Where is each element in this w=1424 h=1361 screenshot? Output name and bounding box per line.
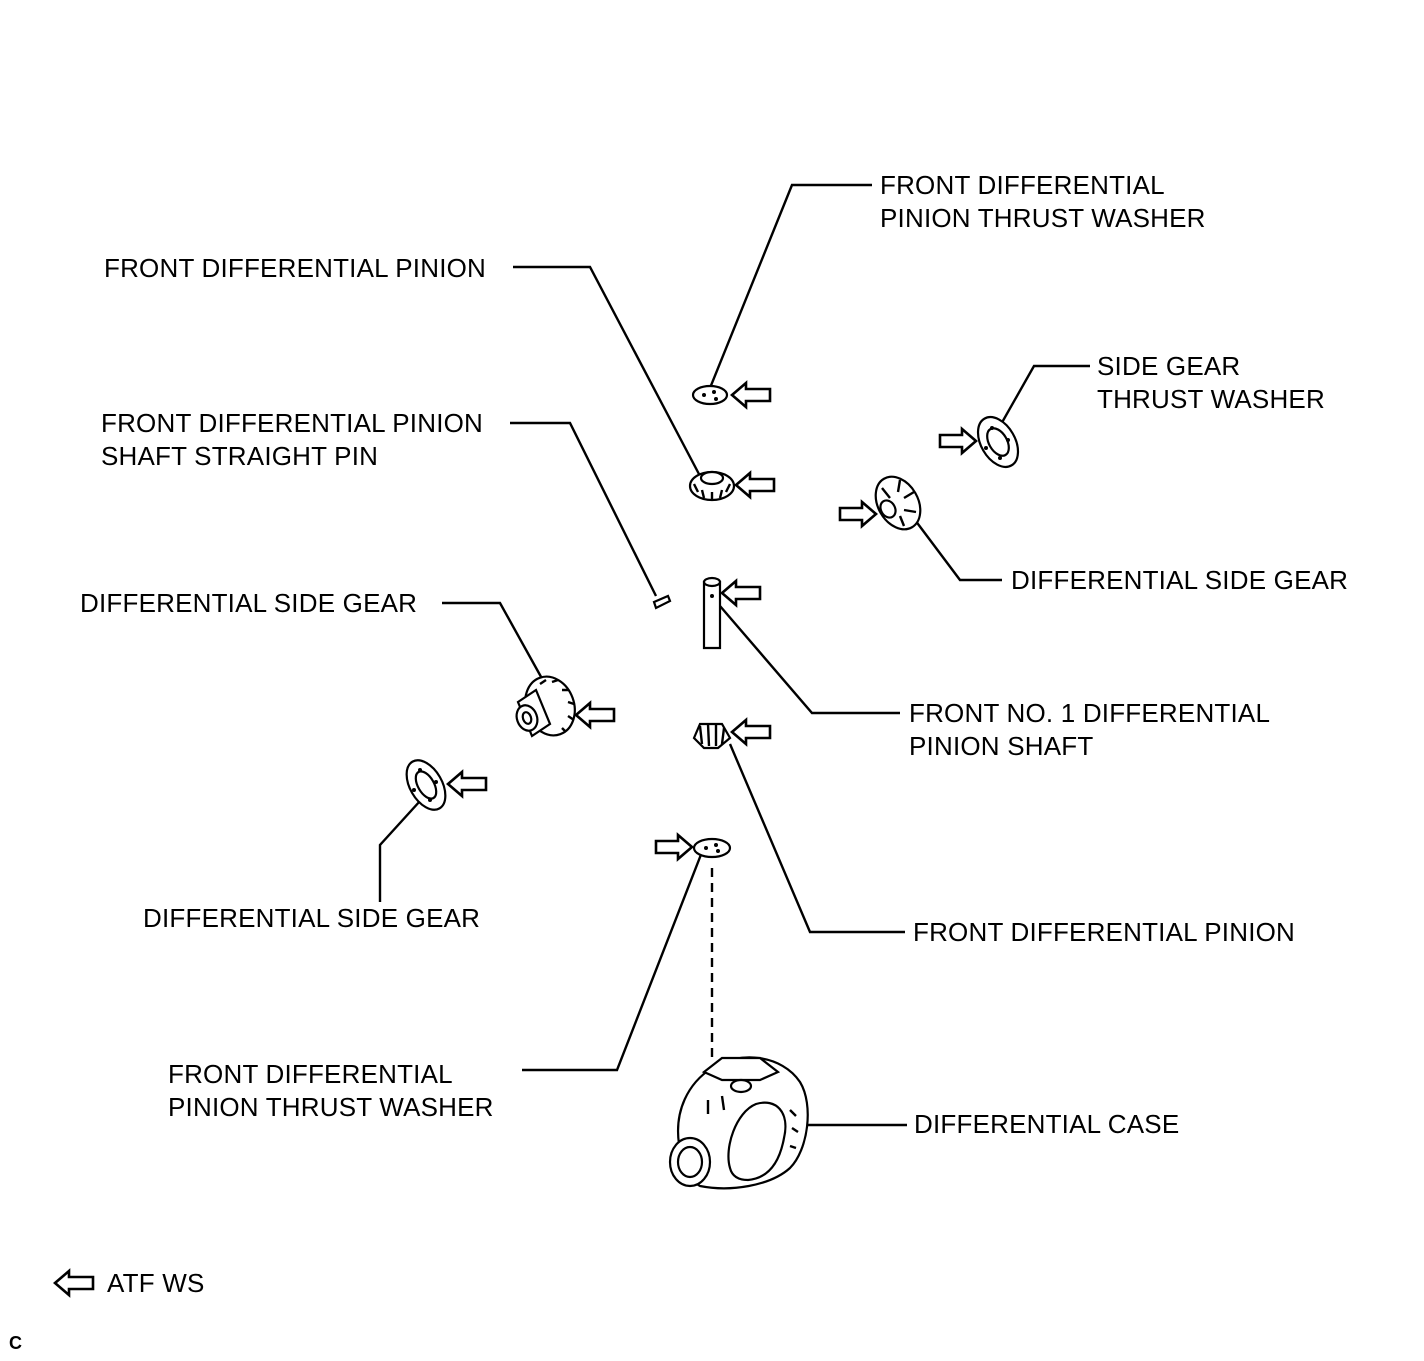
hollow-arrow-icon	[446, 769, 488, 799]
leader-pinion-top	[513, 265, 702, 477]
leader-pinion-thrust-washer-bottom	[522, 851, 704, 1072]
pinion-thrust-washer-bottom-part	[692, 837, 732, 859]
leader-straight-pin	[510, 421, 658, 597]
label-side-gear-thrust-washer: SIDE GEAR THRUST WASHER	[1097, 351, 1325, 414]
pinion-shaft-part	[702, 576, 722, 650]
leader-pinion-bottom	[728, 743, 905, 934]
hollow-arrow-icon	[654, 832, 694, 862]
differential-case-part	[668, 1056, 809, 1190]
hollow-arrow-icon	[720, 578, 762, 608]
label-side-gear-bottom-left: DIFFERENTIAL SIDE GEAR	[143, 903, 481, 933]
pinion-bottom-part	[692, 722, 732, 750]
side-gear-left-part	[515, 675, 576, 738]
hollow-arrow-icon	[730, 380, 772, 410]
side-gear-washer-left-part	[405, 759, 447, 811]
leader-pinion-shaft	[719, 605, 900, 715]
side-gear-thrust-washer-part	[976, 416, 1020, 468]
leader-lines	[378, 183, 1090, 1127]
label-pinion-thrust-washer-bottom: FRONT DIFFERENTIAL PINION THRUST WASHER	[168, 1059, 494, 1122]
label-pinion-bottom: FRONT DIFFERENTIAL PINION	[913, 917, 1296, 947]
straight-pin-part	[652, 594, 672, 610]
legend-text: ATF WS	[107, 1268, 205, 1298]
label-side-gear-left: DIFFERENTIAL SIDE GEAR	[80, 588, 418, 618]
leader-side-gear-right	[911, 515, 1002, 582]
label-pinion-thrust-washer-top: FRONT DIFFERENTIAL PINION THRUST WASHER	[880, 170, 1206, 233]
legend-hollow-arrow-icon	[53, 1268, 95, 1298]
pinion-thrust-washer-top-part	[691, 384, 729, 406]
label-straight-pin: FRONT DIFFERENTIAL PINION SHAFT STRAIGHT…	[101, 408, 484, 471]
hollow-arrow-icon	[938, 426, 978, 456]
atf-ws-arrows	[53, 380, 978, 1298]
hollow-arrow-icon	[574, 700, 616, 730]
hollow-arrow-icon	[838, 499, 878, 529]
leader-side-gear-bottom-left	[378, 800, 421, 902]
side-gear-right-part	[874, 475, 922, 531]
hollow-arrow-icon	[730, 717, 772, 747]
label-differential-case: DIFFERENTIAL CASE	[914, 1109, 1180, 1139]
leader-pinion-thrust-washer-top	[708, 183, 872, 389]
label-pinion-top: FRONT DIFFERENTIAL PINION	[104, 253, 487, 283]
leader-side-gear-left	[442, 601, 547, 685]
hollow-arrow-icon	[734, 470, 776, 500]
label-side-gear-right: DIFFERENTIAL SIDE GEAR	[1011, 565, 1349, 595]
leader-side-gear-thrust-washer	[998, 364, 1090, 427]
corner-mark: C	[9, 1333, 22, 1353]
label-pinion-shaft: FRONT NO. 1 DIFFERENTIAL PINION SHAFT	[909, 698, 1271, 761]
pinion-top-part	[688, 470, 736, 502]
